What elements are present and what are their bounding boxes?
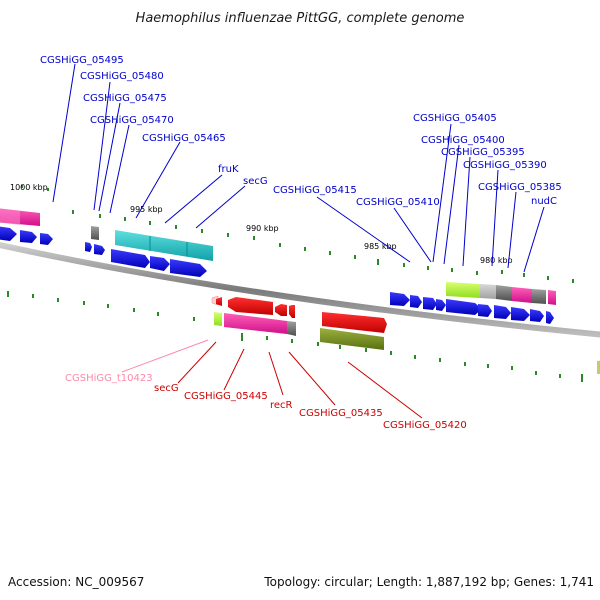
genome-backbone [0,242,600,338]
reverse-feature-track [211,295,600,374]
scale-track-inner [7,291,583,382]
gene-label-CGSHiGG_05405: CGSHiGG_05405 [413,113,497,124]
gene-label-CGSHiGG_05495: CGSHiGG_05495 [40,55,124,66]
gene-label-secG-reverse: secG [154,383,179,394]
gene-label-CGSHiGG_05445: CGSHiGG_05445 [184,391,268,402]
forward-label-lines [52,63,545,273]
gene-label-CGSHiGG_05480: CGSHiGG_05480 [80,71,164,82]
gene-label-CGSHiGG_05475: CGSHiGG_05475 [83,93,167,104]
reverse-label-lines [121,339,423,419]
gene-label-CGSHiGG_05465: CGSHiGG_05465 [142,133,226,144]
genome-summary-text: Topology: circular; Length: 1,887,192 bp… [263,575,594,589]
gene-label-CGSHiGG_05470: CGSHiGG_05470 [90,115,174,126]
gene-label-CGSHiGG_05400: CGSHiGG_05400 [421,135,505,146]
gene-label-CGSHiGG_05395: CGSHiGG_05395 [441,147,525,158]
scale-track-outer [21,185,574,283]
scale-label-995: 995 kbp [130,205,163,214]
reverse-gene-labels: CGSHiGG_t10423 secG CGSHiGG_05445 recR C… [65,373,467,431]
gene-label-CGSHiGG_05410: CGSHiGG_05410 [356,197,440,208]
scale-label-1000: 1000 kbp [10,183,48,192]
gene-label-secG-forward: secG [243,176,268,187]
scale-label-990: 990 kbp [246,224,279,233]
scale-label-980: 980 kbp [480,256,513,265]
gene-label-CGSHiGG_t10423: CGSHiGG_t10423 [65,373,153,384]
map-title: Haemophilus influenzae PittGG, complete … [136,11,465,26]
gene-label-nudC: nudC [531,196,557,207]
gene-label-CGSHiGG_05435: CGSHiGG_05435 [299,408,383,419]
forward-cds-arrows [0,226,554,324]
gene-label-recR: recR [270,400,293,411]
gene-label-CGSHiGG_05420: CGSHiGG_05420 [383,420,467,431]
gene-label-fruK: fruK [218,164,239,175]
scale-label-985: 985 kbp [364,242,397,251]
accession-text: Accession: NC_009567 [8,575,144,589]
forward-gene-labels: CGSHiGG_05495 CGSHiGG_05480 CGSHiGG_0547… [40,55,562,208]
forward-feature-track [0,208,556,305]
gene-label-CGSHiGG_05415: CGSHiGG_05415 [273,185,357,196]
gene-label-CGSHiGG_05390: CGSHiGG_05390 [463,160,547,171]
gene-label-CGSHiGG_05385: CGSHiGG_05385 [478,182,562,193]
